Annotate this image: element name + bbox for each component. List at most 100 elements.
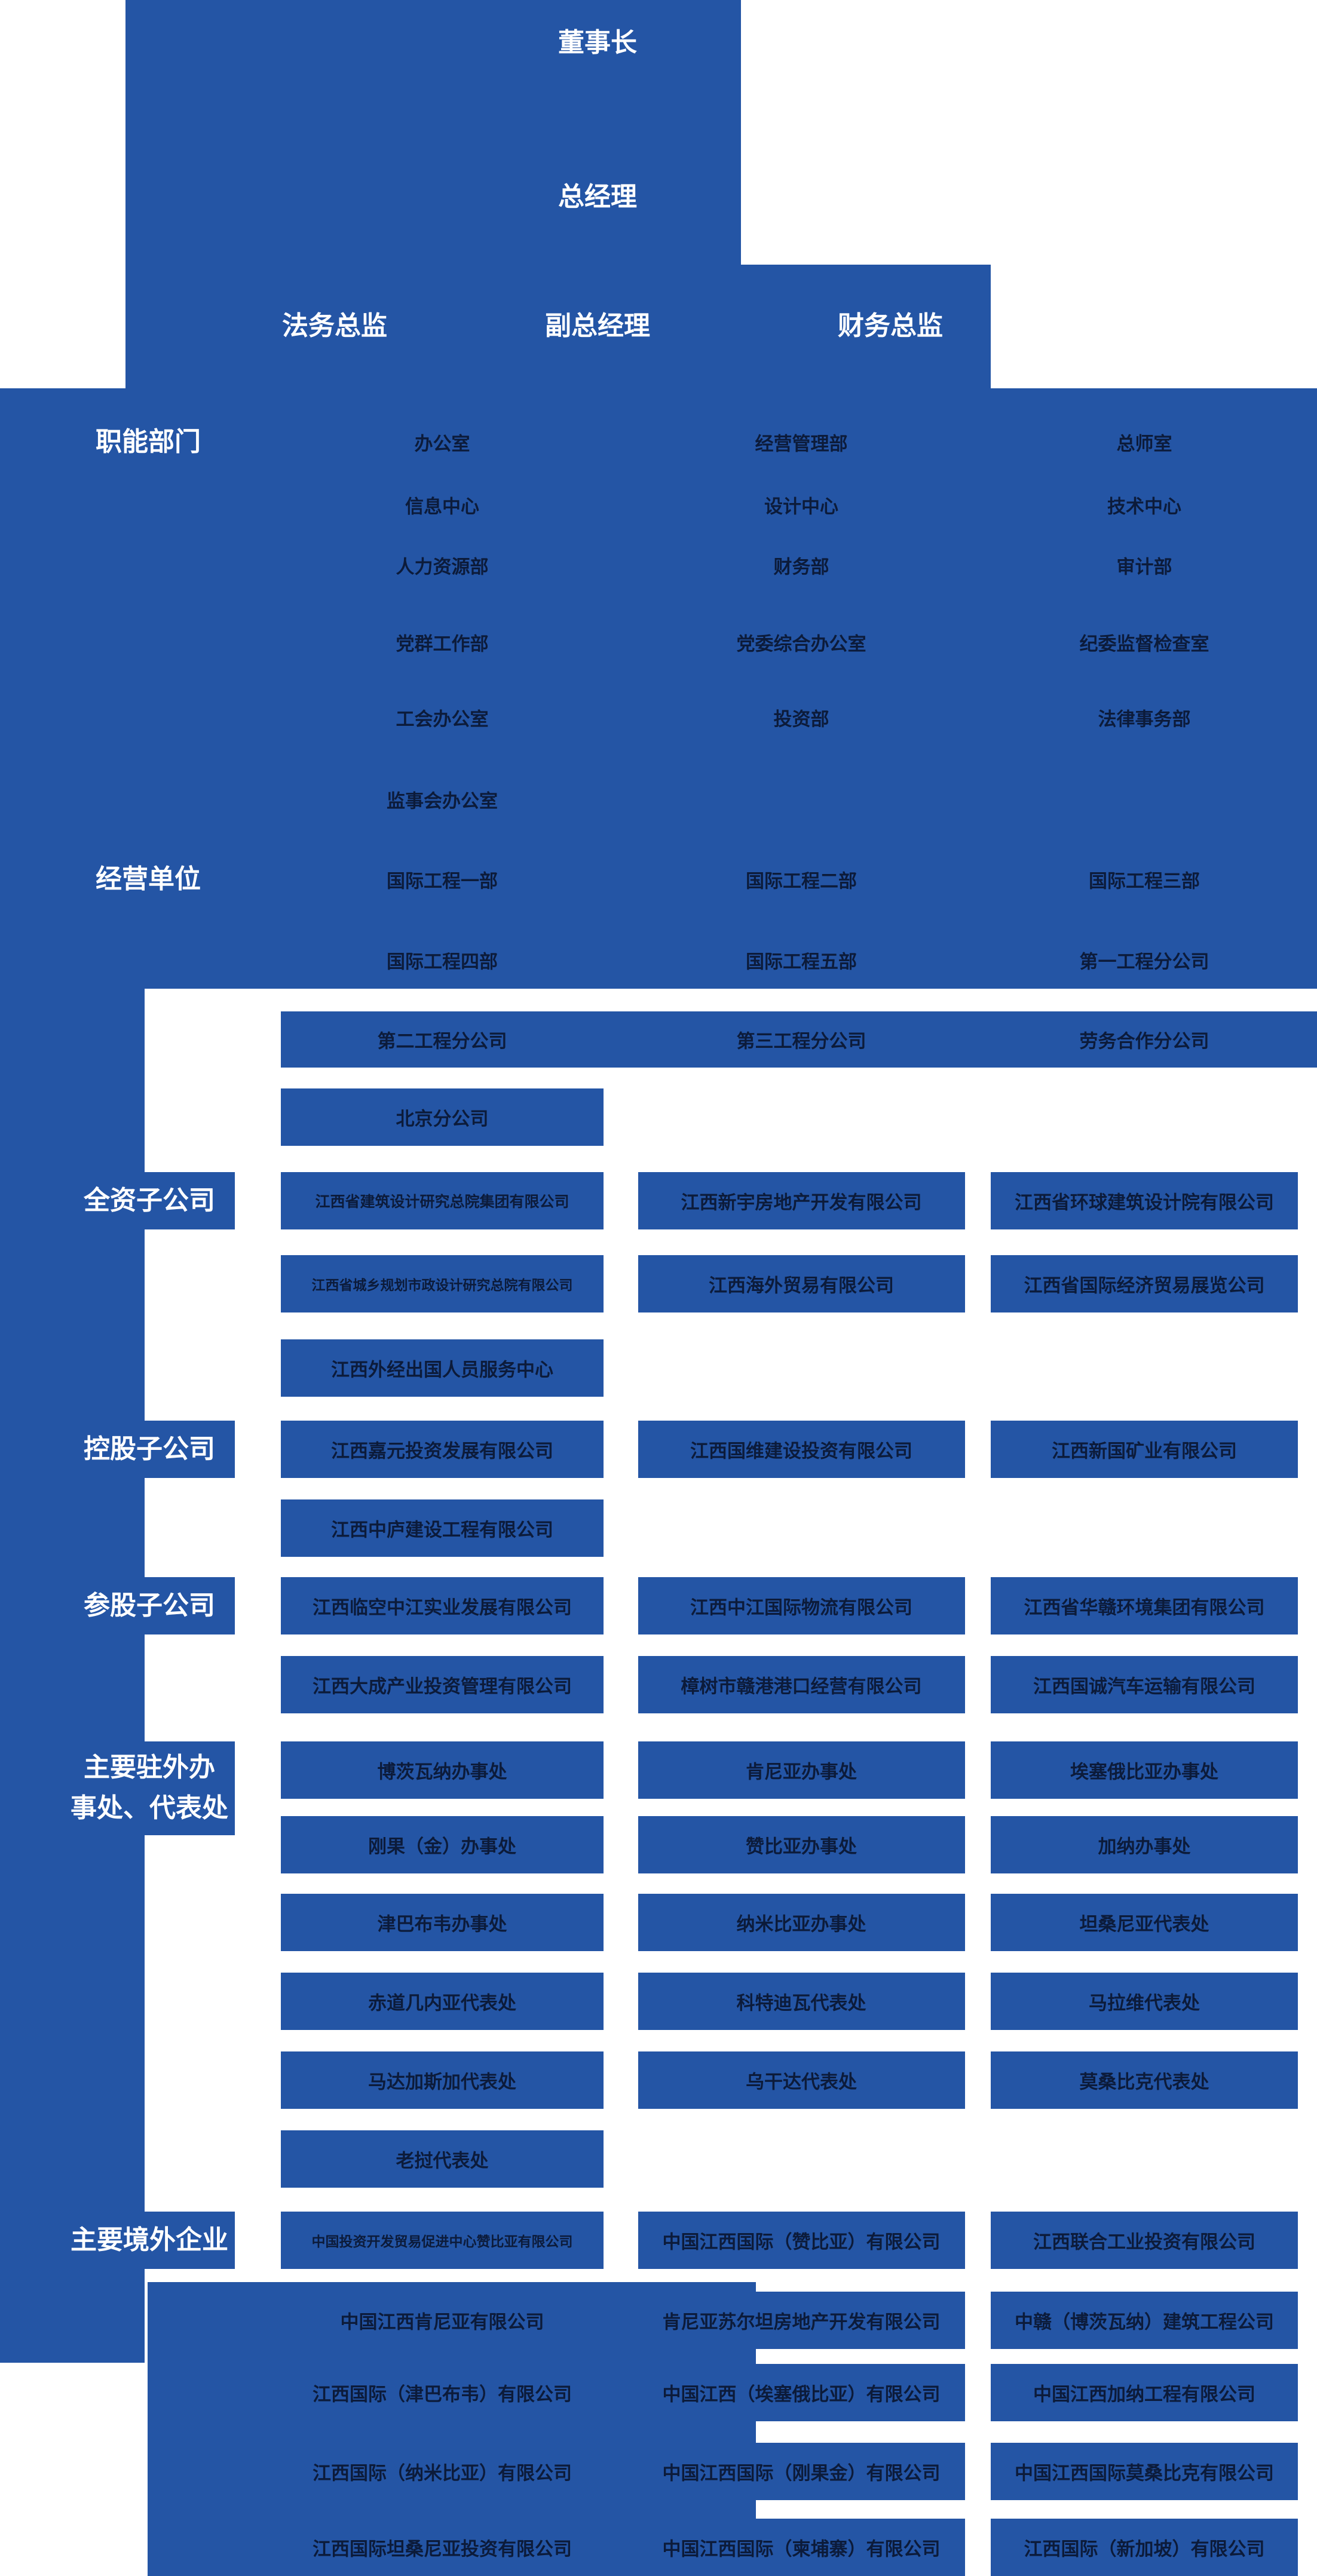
chairman-title: 董事长 — [558, 27, 637, 57]
org-box-label: 江西中江国际物流有限公司 — [690, 1597, 912, 1618]
org-box — [638, 1973, 965, 2030]
org-box-label: 纪委监督检查室 — [1079, 633, 1209, 655]
org-box-label: 津巴布韦办事处 — [377, 1913, 507, 1935]
org-box-label: 科特迪瓦代表处 — [736, 1992, 866, 2014]
deputy-general-manager-title: 副总经理 — [545, 311, 650, 341]
section-label-equity: 参股子公司 — [84, 1590, 215, 1620]
org-box-label: 江西国际坦桑尼亚投资有限公司 — [313, 2538, 572, 2560]
org-box — [756, 2519, 965, 2576]
org-box — [991, 1421, 1298, 1478]
org-box-label: 国际工程一部 — [387, 870, 498, 892]
org-box — [756, 2364, 965, 2421]
org-box-label: 乌干达代表处 — [746, 2071, 857, 2093]
org-box — [638, 2212, 965, 2269]
section-tab-equity — [0, 1577, 235, 1634]
org-box-label: 监事会办公室 — [387, 790, 498, 812]
org-box-label: 中国江西加纳工程有限公司 — [1033, 2384, 1255, 2405]
general-manager-title: 总经理 — [558, 182, 637, 211]
org-box — [281, 2130, 604, 2188]
org-box — [638, 1255, 965, 1312]
section-label-offices: 主要驻外办 事处、代表处 — [71, 1747, 228, 1829]
org-box — [281, 1255, 604, 1312]
org-box-label: 江西国诚汽车运输有限公司 — [1033, 1676, 1255, 1697]
org-box-label: 刚果（金）办事处 — [368, 1836, 516, 1857]
overseas-merged-block — [148, 2282, 756, 2576]
org-box-label: 技术中心 — [1107, 496, 1181, 517]
org-box-label: 江西海外贸易有限公司 — [709, 1275, 894, 1296]
org-box — [281, 1894, 604, 1951]
org-box — [281, 1741, 604, 1799]
org-box — [991, 1894, 1298, 1951]
org-box — [638, 1172, 965, 1229]
org-box — [638, 1741, 965, 1799]
org-box — [281, 2051, 604, 2109]
section-tab-overseas — [0, 2212, 235, 2269]
org-box-label: 经营管理部 — [755, 433, 848, 455]
org-box — [281, 1499, 604, 1557]
org-box — [991, 2292, 1298, 2349]
org-box-label: 加纳办事处 — [1098, 1836, 1191, 1857]
org-box-label: 樟树市赣港港口经营有限公司 — [681, 1676, 922, 1697]
org-box-label: 江西国际（新加坡）有限公司 — [1024, 2538, 1265, 2560]
org-box — [281, 1577, 604, 1634]
section-label-business: 经营单位 — [96, 864, 201, 894]
org-box-label: 办公室 — [414, 433, 470, 455]
org-box-label: 北京分公司 — [396, 1108, 489, 1130]
org-box-label: 第一工程分公司 — [1079, 951, 1209, 973]
org-box — [991, 1255, 1298, 1312]
org-box — [638, 1577, 965, 1634]
org-box-label: 马拉维代表处 — [1089, 1992, 1200, 2014]
org-box-label: 国际工程三部 — [1089, 870, 1200, 892]
org-box-label: 第二工程分公司 — [377, 1031, 507, 1052]
org-box — [281, 1656, 604, 1713]
org-box — [991, 1577, 1298, 1634]
directors-band — [125, 265, 991, 388]
org-box-label: 江西省国际经济贸易展览公司 — [1024, 1275, 1265, 1296]
org-box-label: 信息中心 — [405, 496, 479, 517]
org-box-label: 总师室 — [1116, 433, 1172, 455]
org-box-label: 江西联合工业投资有限公司 — [1033, 2231, 1255, 2253]
org-box-label: 国际工程五部 — [746, 951, 857, 973]
org-box — [281, 1973, 604, 2030]
org-box — [991, 2051, 1298, 2109]
org-box-label: 第三工程分公司 — [736, 1031, 866, 1052]
org-box-label: 中国江西肯尼亚有限公司 — [340, 2311, 544, 2333]
section-label-wholly-owned: 全资子公司 — [84, 1185, 215, 1215]
org-box-label: 莫桑比克代表处 — [1079, 2071, 1209, 2093]
org-box — [638, 1656, 965, 1713]
org-box-label: 人力资源部 — [396, 556, 489, 578]
org-box-label: 中国江西（埃塞俄比亚）有限公司 — [662, 2384, 941, 2405]
org-box-label: 江西外经出国人员服务中心 — [331, 1359, 553, 1381]
org-box — [991, 1172, 1298, 1229]
org-box-label: 赤道几内亚代表处 — [368, 1992, 516, 2014]
org-box — [756, 2292, 965, 2349]
org-box — [281, 1816, 604, 1873]
org-box-label: 江西省城乡规划市政设计研究总院有限公司 — [311, 1277, 573, 1293]
org-box-label: 劳务合作分公司 — [1079, 1031, 1209, 1052]
org-box-label: 江西中庐建设工程有限公司 — [331, 1519, 553, 1541]
org-box-label: 肯尼亚苏尔坦房地产开发有限公司 — [662, 2311, 941, 2333]
org-box — [638, 1894, 965, 1951]
legal-director-title: 法务总监 — [282, 311, 387, 341]
org-box — [991, 2364, 1298, 2421]
org-box — [756, 2443, 965, 2500]
org-box-label: 江西大成产业投资管理有限公司 — [313, 1676, 572, 1697]
org-box-label: 设计中心 — [764, 496, 838, 517]
org-box — [991, 1973, 1298, 2030]
org-box — [281, 1088, 604, 1146]
org-box — [638, 1421, 965, 1478]
org-box-label: 审计部 — [1116, 556, 1172, 578]
org-box — [281, 1421, 604, 1478]
org-box-label: 江西省建筑设计研究总院集团有限公司 — [315, 1194, 569, 1210]
section-tab-wholly-owned — [0, 1172, 235, 1229]
org-box-label: 中国江西国际（赞比亚）有限公司 — [662, 2231, 941, 2253]
org-box — [991, 1816, 1298, 1873]
org-box — [638, 2051, 965, 2109]
org-box-label: 江西省华赣环境集团有限公司 — [1024, 1597, 1265, 1618]
org-box-label: 江西省环球建筑设计院有限公司 — [1015, 1192, 1274, 1213]
section-tab-holding — [0, 1421, 235, 1478]
finance-director-title: 财务总监 — [838, 311, 943, 341]
org-box — [991, 1656, 1298, 1713]
section-tab-offices — [0, 1741, 235, 1835]
